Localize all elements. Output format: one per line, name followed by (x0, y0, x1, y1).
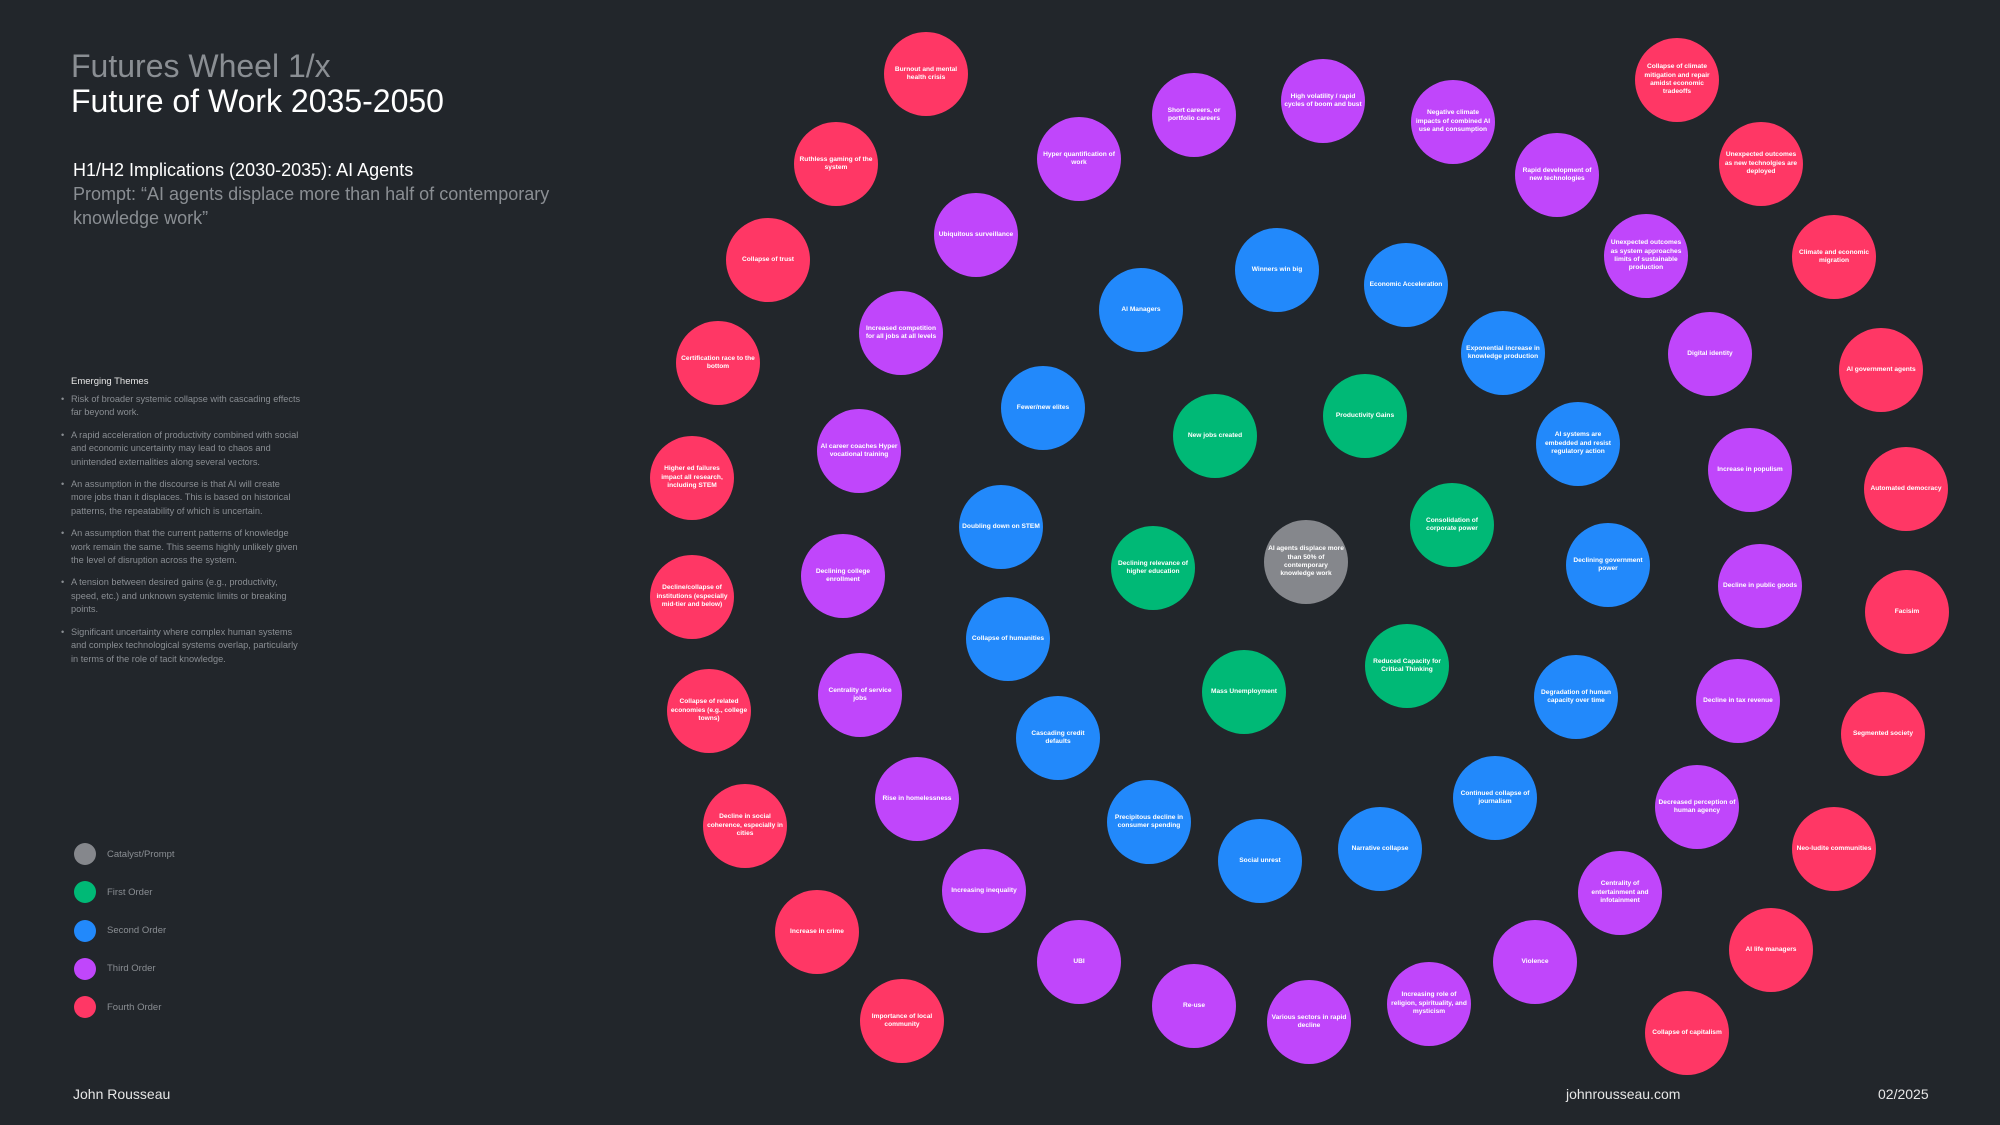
legend-item-first-order: First Order (74, 881, 175, 904)
second-order-node: AI Managers (1099, 268, 1183, 352)
second-order-node: Economic Acceleration (1364, 243, 1448, 327)
third-order-node: Increase in populism (1708, 428, 1792, 512)
emerging-themes: Emerging Themes Risk of broader systemic… (61, 376, 301, 675)
third-order-node: Rapid development of new technologies (1515, 133, 1599, 217)
second-order-node: Doubling down on STEM (959, 485, 1043, 569)
second-order-node: Narrative collapse (1338, 807, 1422, 891)
theme-item: Significant uncertainty where complex hu… (61, 626, 301, 666)
theme-item: An assumption in the discourse is that A… (61, 478, 301, 518)
legend-dot-icon (74, 881, 96, 904)
theme-item: A rapid acceleration of productivity com… (61, 429, 301, 469)
fourth-order-node: Facisim (1865, 570, 1949, 654)
legend-dot-icon (74, 919, 96, 942)
second-order-node: Winners win big (1235, 228, 1319, 312)
third-order-node: UBI (1037, 920, 1121, 1004)
legend-dot-icon (74, 843, 96, 865)
third-order-node: Decline in public goods (1718, 544, 1802, 628)
third-order-node: Digital identity (1668, 312, 1752, 396)
third-order-node: Ubiquitous surveillance (934, 193, 1018, 277)
fourth-order-node: Ruthless gaming of the system (794, 122, 878, 206)
wheel-subtitle: Futures Wheel 1/x (71, 48, 331, 84)
fourth-order-node: Decline/collapse of institutions (especi… (650, 555, 734, 639)
second-order-node: Precipitous decline in consumer spending (1107, 780, 1191, 864)
third-order-node: Increasing inequality (942, 849, 1026, 933)
third-order-node: High volatility / rapid cycles of boom a… (1281, 59, 1365, 143)
fourth-order-node: Higher ed failures impact all research, … (650, 436, 734, 520)
third-order-node: Centrality of entertainment and infotain… (1578, 851, 1662, 935)
third-order-node: Decline in tax revenue (1696, 659, 1780, 743)
third-order-node: Decreased perception of human agency (1655, 765, 1739, 849)
fourth-order-node: Collapse of capitalism (1645, 991, 1729, 1075)
second-order-node: Collapse of humanities (966, 597, 1050, 681)
prompt-text: Prompt: “AI agents displace more than ha… (73, 184, 550, 228)
page-title: Future of Work 2035-2050 (71, 83, 444, 119)
third-order-node: Various sectors in rapid decline (1267, 980, 1351, 1064)
legend-dot-icon (74, 996, 96, 1019)
footer-author: John Rousseau (73, 1086, 171, 1102)
fourth-order-node: AI government agents (1839, 328, 1923, 412)
first-order-node: New jobs created (1173, 394, 1257, 478)
legend-item-catalyst: Catalyst/Prompt (74, 843, 175, 865)
third-order-node: Violence (1493, 920, 1577, 1004)
legend: Catalyst/Prompt First Order Second Order… (74, 843, 175, 1034)
first-order-node: Productivity Gains (1323, 374, 1407, 458)
second-order-node: Fewer/new elites (1001, 366, 1085, 450)
third-order-node: Centrality of service jobs (818, 653, 902, 737)
second-order-node: Continued collapse of journalism (1453, 756, 1537, 840)
fourth-order-node: Increase in crime (775, 890, 859, 974)
legend-item-third-order: Third Order (74, 957, 175, 980)
second-order-node: Cascading credit defaults (1016, 696, 1100, 780)
theme-item: Risk of broader systemic collapse with c… (61, 393, 301, 420)
theme-item: A tension between desired gains (e.g., p… (61, 576, 301, 616)
second-order-node: Social unrest (1218, 819, 1302, 903)
catalyst-node: AI agents displace more than 50% of cont… (1264, 520, 1348, 604)
first-order-node: Reduced Capacity for Critical Thinking (1365, 624, 1449, 708)
third-order-node: Declining college enrollment (801, 534, 885, 618)
third-order-node: Hyper quantification of work (1037, 117, 1121, 201)
fourth-order-node: Collapse of related economies (e.g., col… (667, 669, 751, 753)
fourth-order-node: Unexpected outcomes as new technolgies a… (1719, 122, 1803, 206)
footer-website-link[interactable]: johnrousseau.com (1566, 1086, 1681, 1102)
legend-item-second-order: Second Order (74, 919, 175, 942)
third-order-node: AI career coaches Hyper vocational train… (817, 409, 901, 493)
fourth-order-node: Decline in social coherence, especially … (703, 784, 787, 868)
second-order-node: Degradation of human capacity over time (1534, 655, 1618, 739)
fourth-order-node: Climate and economic migration (1792, 215, 1876, 299)
fourth-order-node: Importance of local community (860, 979, 944, 1063)
third-order-node: Rise in homelessness (875, 757, 959, 841)
second-order-node: Exponential increase in knowledge produc… (1461, 311, 1545, 395)
first-order-node: Mass Unemployment (1202, 650, 1286, 734)
first-order-node: Declining relevance of higher education (1111, 526, 1195, 610)
themes-list: Risk of broader systemic collapse with c… (61, 393, 301, 666)
third-order-node: Re-use (1152, 964, 1236, 1048)
theme-item: An assumption that the current patterns … (61, 527, 301, 567)
fourth-order-node: Certification race to the bottom (676, 321, 760, 405)
fourth-order-node: Segmented society (1841, 692, 1925, 776)
legend-dot-icon (74, 957, 96, 980)
second-order-node: AI systems are embedded and resist regul… (1536, 402, 1620, 486)
third-order-node: Short careers, or portfolio careers (1152, 73, 1236, 157)
third-order-node: Unexpected outcomes as system approaches… (1604, 214, 1688, 298)
third-order-node: Negative climate impacts of combined AI … (1411, 80, 1495, 164)
implications-heading: H1/H2 Implications (2030-2035): AI Agent… (73, 160, 414, 180)
second-order-node: Declining government power (1566, 523, 1650, 607)
legend-item-fourth-order: Fourth Order (74, 996, 175, 1019)
third-order-node: Increasing role of religion, spiritualit… (1387, 962, 1471, 1046)
fourth-order-node: AI life managers (1729, 908, 1813, 992)
fourth-order-node: Automated democracy (1864, 447, 1948, 531)
footer-date: 02/2025 (1878, 1086, 1929, 1102)
fourth-order-node: Collapse of climate mitigation and repai… (1635, 38, 1719, 122)
fourth-order-node: Burnout and mental health crisis (884, 32, 968, 116)
themes-heading: Emerging Themes (71, 376, 149, 387)
first-order-node: Consolidation of corporate power (1410, 483, 1494, 567)
fourth-order-node: Collapse of trust (726, 218, 810, 302)
fourth-order-node: Neo-ludite communities (1792, 807, 1876, 891)
third-order-node: Increased competition for all jobs at al… (859, 291, 943, 375)
